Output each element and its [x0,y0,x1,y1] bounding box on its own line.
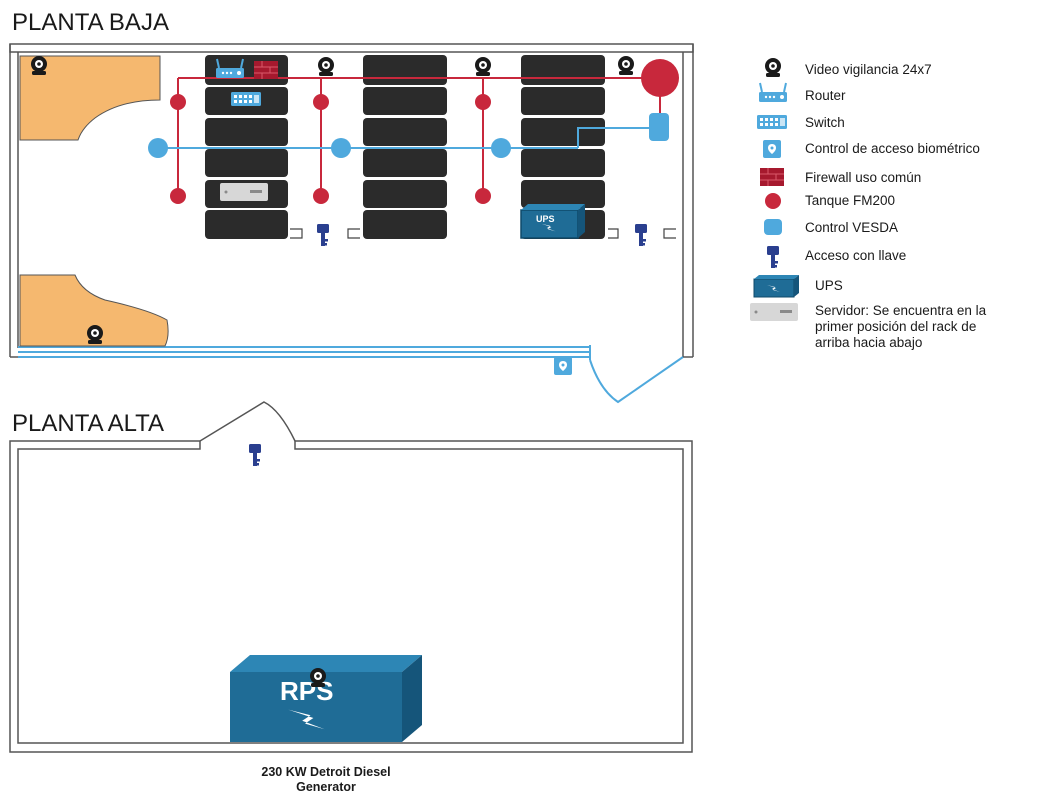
biometric-access-icon [763,140,781,158]
camera-icon [765,58,781,77]
legend-biometric-label: Control de acceso biométrico [805,141,980,156]
key-icon [249,444,261,466]
key-icon [767,246,779,268]
firewall-icon [759,167,785,187]
camera-icon [318,57,334,76]
legend-key-label: Acceso con llave [805,248,906,263]
fm200-nozzles [170,94,491,204]
generator-caption-line1: 230 KW Detroit Diesel [261,765,390,779]
switch-icon [231,92,261,106]
upper-floor-title: PLANTA ALTA [12,410,164,437]
vesda-sampling-points [148,138,511,158]
legend-ups-label: UPS [815,278,843,293]
vesda-icon [764,219,782,235]
fm200-tank [641,59,679,97]
camera-icon [310,668,326,687]
legend: Video vigilancia 24x7 Router Switch Cont… [750,58,987,350]
router-icon [758,82,788,103]
rack-door-markers [290,228,676,239]
camera-icon [31,56,47,75]
upper-floor-walls [9,401,693,753]
camera-icon [87,325,103,344]
camera-icon [618,56,634,75]
ups-icon [753,275,799,298]
fm200-icon [765,193,781,209]
legend-router-label: Router [805,88,846,103]
ups-unit-label: UPS [536,214,555,224]
legend-camera-label: Video vigilancia 24x7 [805,62,932,77]
rack-row-2 [363,55,447,239]
legend-server-line3: arriba hacia abajo [815,335,922,350]
vesda-control-unit [649,113,669,141]
server-icon [750,303,798,321]
key-icon [317,224,329,246]
legend-server-line1: Servidor: Se encuentra en la [815,303,987,318]
legend-firewall-label: Firewall uso común [805,170,921,185]
legend-fm200-label: Tanque FM200 [805,193,895,208]
biometric-access-icon [554,357,572,375]
ground-floor-title: PLANTA BAJA [12,9,169,36]
camera-icon [475,57,491,76]
legend-switch-label: Switch [805,115,845,130]
firewall-icon [253,60,279,80]
key-icon [635,224,647,246]
legend-vesda-label: Control VESDA [805,220,898,235]
switch-icon [757,115,787,129]
ups-unit [520,204,585,239]
server-icon [220,183,268,201]
ground-floor-walls [9,43,694,404]
desk-top [19,55,161,141]
generator-caption-line2: Generator [296,780,356,794]
generator-label: RPS [280,676,333,706]
legend-server-line2: primer posición del rack de [815,319,976,334]
desk-bottom [19,274,169,347]
